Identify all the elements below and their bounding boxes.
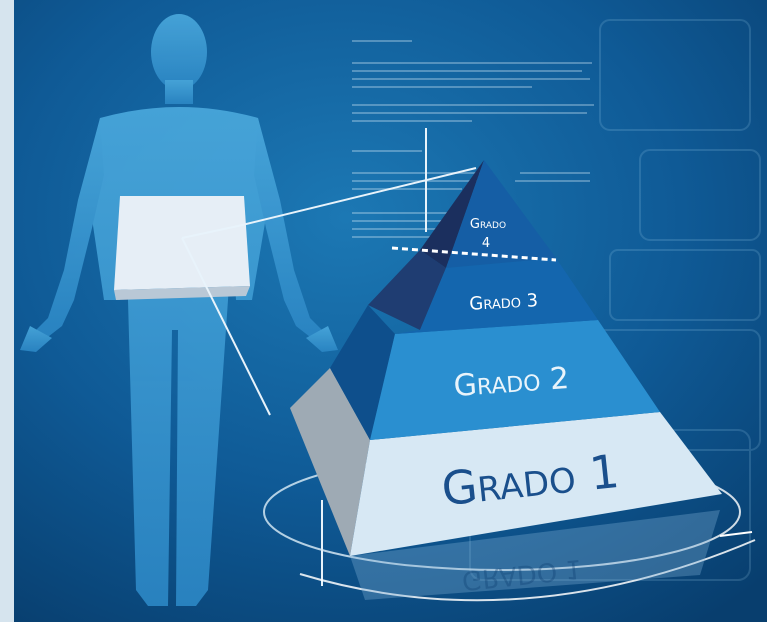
- grado-4-label: GRADO: [470, 217, 506, 232]
- grado-1-left-face: [290, 368, 370, 556]
- left-frame: [0, 0, 14, 622]
- pyramid-reflection: [350, 510, 720, 600]
- document-text-lines: [352, 40, 594, 238]
- grado-4-front-face: [446, 160, 556, 268]
- grado-4-divider: [391, 246, 557, 262]
- connector-lines: [181, 128, 477, 586]
- pyramid: [290, 160, 722, 556]
- grado-1-front-face: [350, 412, 722, 556]
- grado-3-left-face: [368, 250, 446, 330]
- grado-3-label: GRADO 3: [469, 290, 539, 315]
- grado-2-left-face: [330, 305, 395, 440]
- grado-2-front-face: [370, 320, 660, 440]
- grado-4-number: 4: [482, 236, 490, 251]
- grado-2-label: GRADO 2: [452, 361, 570, 404]
- grado-4-left-face: [420, 160, 484, 268]
- grado-3-front-face: [395, 258, 598, 334]
- waist-band: [114, 196, 250, 290]
- waist-band-shadow: [114, 286, 250, 300]
